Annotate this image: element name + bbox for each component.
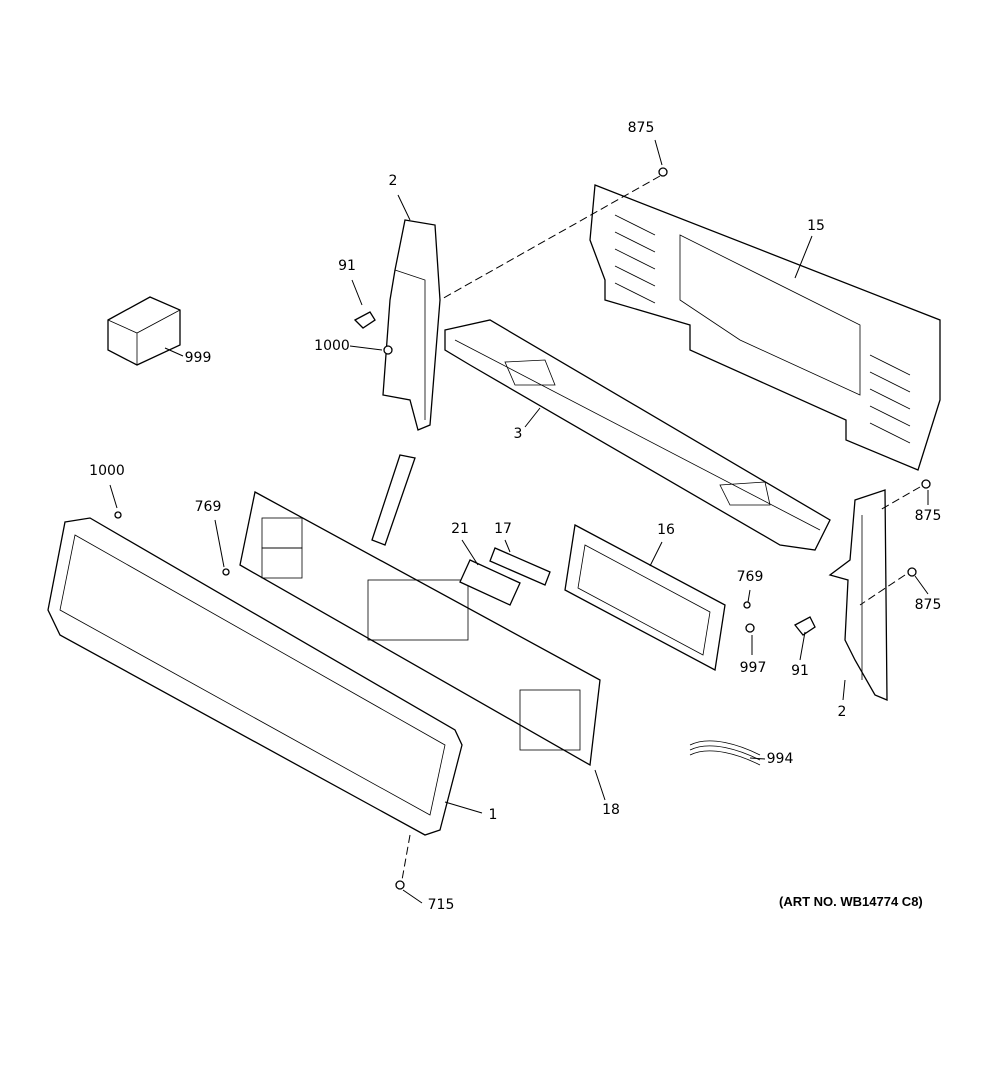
leader-lines (109, 139, 929, 904)
callout-999: 999 (184, 350, 212, 366)
callout-21: 21 (451, 521, 469, 537)
part-18-control-panel (239, 491, 601, 767)
ribbon-cable (371, 454, 416, 546)
callout-1000: 1000 (314, 338, 350, 354)
screws (114, 167, 931, 890)
part-2-left-side-bracket (382, 219, 441, 431)
callout-997: 997 (739, 660, 767, 676)
callout-875: 875 (627, 120, 655, 136)
callout-17: 17 (494, 521, 512, 537)
callout-2: 2 (837, 704, 847, 720)
part-3-vent-duct (444, 319, 831, 551)
callout-16: 16 (657, 522, 675, 538)
art-number: (ART NO. WB14774 C8) (779, 894, 923, 909)
callout-769: 769 (194, 499, 222, 515)
callout-1000: 1000 (89, 463, 125, 479)
callout-91: 91 (338, 258, 356, 274)
callout-1: 1 (488, 807, 498, 823)
part-2-right-side-bracket (828, 489, 888, 701)
callout-91: 91 (791, 663, 809, 679)
callout-875: 875 (914, 508, 942, 524)
part-21-window (459, 559, 521, 606)
callout-15: 15 (807, 218, 825, 234)
callout-769: 769 (736, 569, 764, 585)
callout-994: 994 (766, 751, 794, 767)
callout-875: 875 (914, 597, 942, 613)
part-15-rear-panel (589, 184, 941, 471)
callout-2: 2 (388, 173, 398, 189)
callout-18: 18 (602, 802, 620, 818)
callout-715: 715 (427, 897, 455, 913)
part-1-control-panel-trim (47, 517, 463, 836)
callout-3: 3 (513, 426, 523, 442)
part-999-box (107, 296, 181, 366)
part-16-control-board (564, 523, 726, 672)
part-17-display (489, 547, 551, 586)
part-994-wire-harness (689, 740, 761, 766)
